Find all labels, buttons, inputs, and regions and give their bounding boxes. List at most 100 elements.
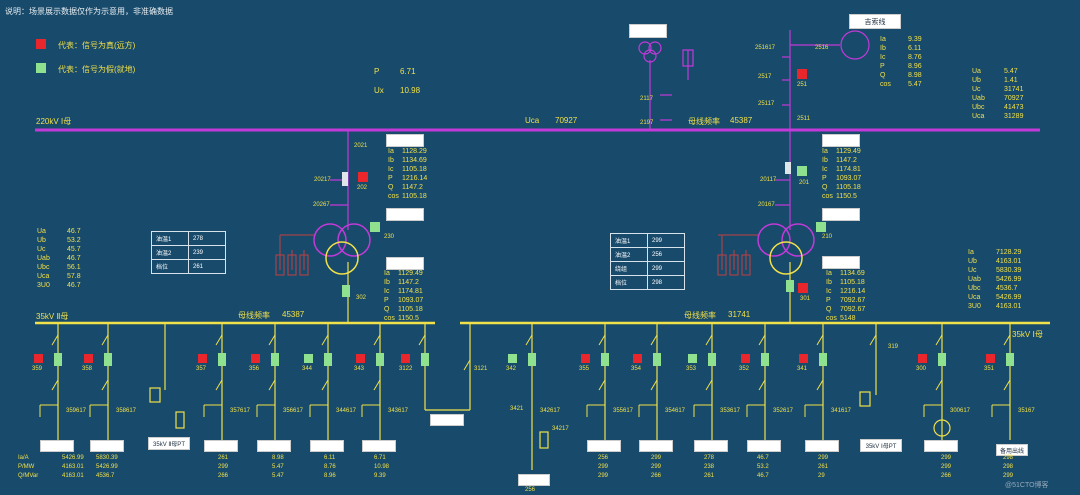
meas-value: 41473 (1004, 104, 1024, 111)
feeder-ground-switch-label[interactable]: 300617 (950, 408, 971, 414)
feeder-status-indicator (34, 354, 43, 363)
feeder-status-indicator (198, 354, 207, 363)
feeder-breaker-body (376, 353, 384, 366)
feeder-ground-switch-label[interactable]: 357617 (230, 408, 251, 414)
breaker-301-status (798, 283, 808, 293)
t2-lv-name-box[interactable] (386, 257, 424, 270)
bottom-cell: 5.47 (272, 464, 284, 470)
spare-outgoing-label[interactable]: 备用出线 (996, 444, 1028, 456)
feeder-name-box[interactable] (747, 440, 781, 452)
t1-name-box[interactable] (822, 208, 860, 221)
pt-left-label[interactable]: 35kV Ⅱ母PT (148, 437, 190, 450)
meas-value: 46.7 (67, 255, 81, 262)
breaker-201[interactable]: 201 (799, 180, 810, 186)
switch-20117[interactable]: 20117 (760, 177, 777, 183)
feeder-ground-switch-label[interactable]: 355617 (613, 408, 634, 414)
meas-label: Ua (972, 68, 981, 75)
feeder-ground-switch-label[interactable]: 358617 (116, 408, 137, 414)
switch-2516[interactable]: 2516 (815, 45, 829, 51)
feeder-name-box[interactable] (805, 440, 839, 452)
switch-230[interactable]: 230 (384, 234, 395, 240)
feeder-breaker-label[interactable]: 357 (196, 366, 207, 372)
meas-value: 1150.5 (398, 315, 419, 322)
feeder-breaker-label[interactable]: 354 (631, 366, 642, 372)
feeder-name-box[interactable] (694, 440, 728, 452)
switch-251617[interactable]: 251617 (755, 45, 776, 51)
feeder-name-box[interactable] (924, 440, 958, 452)
jisuo-line-name[interactable]: 吉索线 (849, 14, 901, 29)
switch-2517[interactable]: 2517 (758, 74, 772, 80)
feeder-ground-switch-label[interactable]: 352617 (773, 408, 794, 414)
feeder-name-box[interactable] (362, 440, 396, 452)
switch-2197[interactable]: 2197 (640, 120, 654, 126)
feeder-breaker-label[interactable]: 300 (916, 366, 927, 372)
feeder-name-box[interactable] (257, 440, 291, 452)
feeder-ground-switch-label[interactable]: 342617 (540, 408, 561, 414)
pt-right-label[interactable]: 35kV Ⅰ母PT (860, 439, 902, 452)
feeder-ground-switch-label[interactable]: 341617 (831, 408, 852, 414)
switch-3121[interactable]: 3121 (474, 366, 488, 372)
bottom-cell: 299 (941, 464, 952, 470)
feeder-name-box[interactable] (90, 440, 124, 452)
transformer-1-hv (775, 130, 791, 230)
feeder-name-box[interactable] (40, 440, 74, 452)
pt-220-name-box[interactable] (629, 24, 667, 38)
bus-tie-name-box[interactable] (430, 414, 464, 426)
feeder-breaker-label[interactable]: 343 (354, 366, 365, 372)
breaker-251[interactable]: 251 (797, 82, 808, 88)
feeder-ground-switch-label[interactable]: 35167 (1018, 408, 1035, 414)
bottom-cell: 278 (704, 455, 715, 461)
switch-25117[interactable]: 25117 (758, 101, 775, 107)
feeder-name-box[interactable] (639, 440, 673, 452)
feeder-breaker-label[interactable]: 351 (984, 366, 995, 372)
switch-3421[interactable]: 3421 (510, 406, 524, 412)
switch-2117[interactable]: 2117 (640, 96, 653, 102)
feeder-breaker-label[interactable]: 352 (739, 366, 750, 372)
feeder-breaker-label[interactable]: 341 (797, 366, 808, 372)
bottom-cell: 299 (651, 464, 662, 470)
table-cell-label: 油温2 (610, 247, 648, 262)
switch-210[interactable]: 210 (822, 234, 833, 240)
meas-label: Ib (822, 157, 828, 164)
t2-name-box[interactable] (386, 208, 424, 221)
breaker-301[interactable]: 301 (800, 296, 811, 302)
switch-20267[interactable]: 20267 (313, 202, 330, 208)
feeder-breaker-label[interactable]: 358 (82, 366, 93, 372)
switch-20217[interactable]: 20217 (314, 177, 331, 183)
feeder-name-box[interactable] (587, 440, 621, 452)
breaker-302[interactable]: 302 (356, 295, 367, 301)
feeder-name-box[interactable] (310, 440, 344, 452)
feeder-ground-switch-label[interactable]: 359617 (66, 408, 87, 414)
switch-2021[interactable]: 2021 (354, 143, 368, 149)
t1-lv-name-box[interactable] (822, 256, 860, 269)
breaker-202[interactable]: 202 (357, 185, 368, 191)
feeder-breaker-label[interactable]: 359 (32, 366, 43, 372)
top-freq-label: 母线频率 (688, 117, 720, 126)
feeder-name-box[interactable] (204, 440, 238, 452)
feeder-342-name-box[interactable] (518, 474, 550, 486)
feeder-ground-switch-label[interactable]: 354617 (665, 408, 686, 414)
switch-34217[interactable]: 34217 (552, 426, 569, 432)
feeder-breaker-body (528, 353, 536, 366)
table-cell-value: 278 (188, 231, 226, 246)
t2-hv-name-box[interactable] (386, 134, 424, 147)
feeder-ground-switch-label[interactable]: 353617 (720, 408, 741, 414)
feeder-breaker-label[interactable]: 3122 (399, 366, 413, 372)
legend-red-label: 代表：信号为真(远方) (58, 41, 136, 50)
feeder-ground-switch-label[interactable]: 356617 (283, 408, 304, 414)
t1-hv-name-box[interactable] (822, 134, 860, 147)
feeder-breaker-label[interactable]: 355 (579, 366, 590, 372)
meas-value: 4163.01 (996, 303, 1022, 310)
switch-2511[interactable]: 2511 (797, 116, 810, 122)
switch-319[interactable]: 319 (888, 344, 899, 350)
feeder-ground-switch-label[interactable]: 343617 (388, 408, 409, 414)
feeder-breaker-label[interactable]: 353 (686, 366, 697, 372)
feeder-breaker-label[interactable]: 342 (506, 366, 517, 372)
feeder-breaker-label[interactable]: 356 (249, 366, 260, 372)
feeder-ground-switch-label[interactable]: 344617 (336, 408, 357, 414)
feeder-breaker-label[interactable]: 344 (302, 366, 313, 372)
feeder-status-indicator (508, 354, 517, 363)
meas-label: cos (880, 81, 891, 88)
meas-label: Uab (972, 95, 985, 102)
switch-20167[interactable]: 20167 (758, 202, 775, 208)
